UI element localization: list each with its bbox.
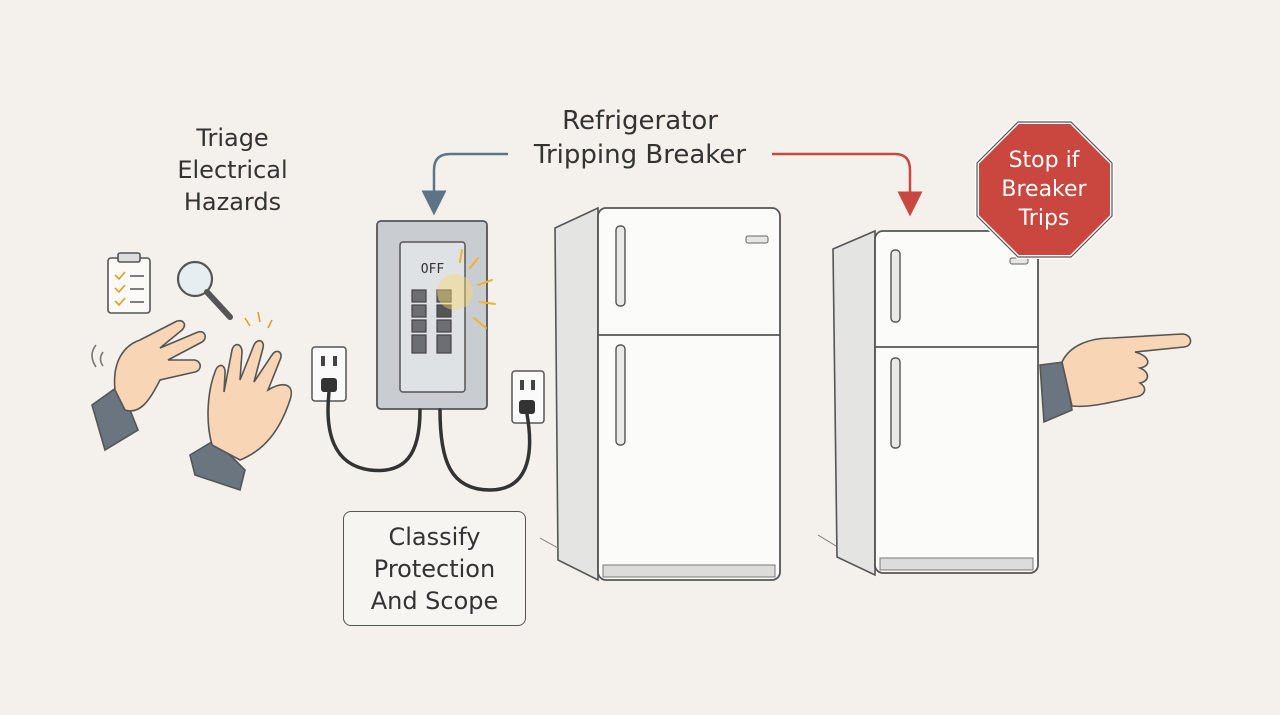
stop-sign-text: Stop if Breaker Trips: [985, 146, 1103, 233]
triage-line: Triage: [196, 124, 269, 152]
arrow-to-panel-icon: [421, 152, 508, 216]
stop-line: Trips: [1018, 206, 1070, 231]
clipboard-icon: [107, 252, 151, 314]
stop-line: Stop if: [1008, 148, 1080, 173]
stop-sign-icon: [975, 120, 1114, 259]
pointing-hand-icon: [1039, 333, 1192, 424]
stop-line: Breaker: [1001, 177, 1087, 202]
classify-protection-box: Classify Protection And Scope: [343, 511, 526, 626]
triage-hazards-label: Triage Electrical Hazards: [150, 122, 315, 218]
title-line: Tripping Breaker: [533, 140, 747, 170]
diagram-title: Refrigerator Tripping Breaker: [500, 104, 780, 172]
classify-line: Protection: [373, 554, 496, 583]
refrigerator-left-icon: [539, 206, 781, 582]
triage-line: Electrical: [177, 156, 288, 184]
magnifier-icon: [176, 260, 233, 320]
triage-line: Hazards: [183, 188, 282, 216]
refrigerator-right-icon: [817, 229, 1039, 577]
arrow-to-stop-icon: [772, 152, 923, 217]
hands-icon: [91, 311, 292, 492]
breaker-off-label: OFF: [420, 262, 445, 277]
breaker-panel-icon: [376, 220, 496, 410]
classify-line: Classify: [388, 522, 481, 551]
power-cord-icon: [326, 390, 532, 492]
classify-line: And Scope: [370, 586, 499, 615]
title-line: Refrigerator: [562, 106, 718, 136]
